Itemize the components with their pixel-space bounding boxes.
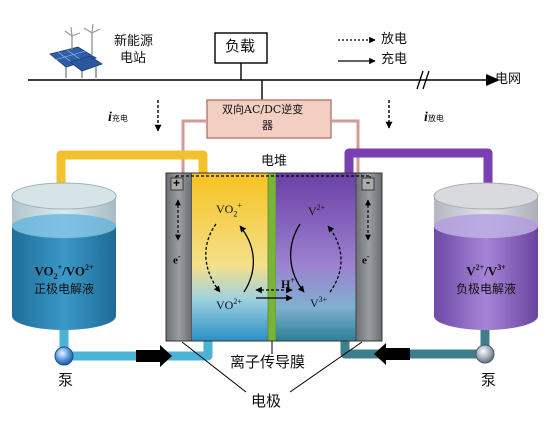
charge-current-label: i充电 <box>108 110 128 125</box>
right-tank-name: 负极电解液 <box>455 282 516 296</box>
left-pump-label: 泵 <box>58 371 74 389</box>
positive-supply-pipe <box>56 150 208 196</box>
left-tank-name: 正极电解液 <box>33 282 94 296</box>
negative-electrolyte-tank <box>433 182 539 330</box>
vo2-plus-species: VO2+ <box>216 201 242 219</box>
grid-label: 电网 <box>495 72 522 87</box>
cell-stack <box>165 172 383 342</box>
legend-charge-label: 充电 <box>381 52 408 67</box>
right-pump-label: 泵 <box>481 371 497 389</box>
negative-return-pipe <box>340 328 490 359</box>
power-grid-line <box>28 70 500 90</box>
stack-label: 电堆 <box>261 154 288 169</box>
load-box <box>214 32 268 64</box>
v2-plus-species: V2+ <box>308 203 326 218</box>
renewable-station-label-line2: 电站 <box>120 51 147 66</box>
proton-species: H+ <box>281 276 295 291</box>
vo-2plus-species: VO2+ <box>216 297 242 312</box>
inverter-box <box>206 99 332 139</box>
positive-half-cell <box>192 173 268 341</box>
inverter-label-line2: 器 <box>262 119 273 132</box>
wind-turbine-icon <box>64 23 101 56</box>
v3-plus-species: V3+ <box>310 295 328 310</box>
flow-arrow-icon <box>374 343 410 365</box>
discharge-current-label: i放电 <box>424 110 444 125</box>
right-tank-formula: V2+/V3+ <box>466 263 506 279</box>
load-label: 负载 <box>225 37 256 55</box>
negative-half-cell <box>276 173 356 341</box>
flow-arrow-icon <box>136 345 172 367</box>
renewable-station-label-line1: 新能源 <box>114 34 154 49</box>
electron-label-left: e- <box>173 252 181 267</box>
negative-supply-pipe <box>344 148 493 196</box>
ion-membrane <box>267 172 277 342</box>
solar-panel-icon <box>49 46 103 78</box>
electron-label-right: e- <box>362 252 370 267</box>
inverter-label-line1: 双向AC/DC逆变 <box>222 103 304 116</box>
negative-terminal-sign: - <box>366 175 370 189</box>
positive-electrolyte-tank <box>11 182 117 330</box>
pump-icon <box>54 346 74 366</box>
legend-discharge-label: 放电 <box>381 32 408 47</box>
pump-icon <box>475 344 495 364</box>
membrane-label: 离子传导膜 <box>230 353 306 371</box>
electrode-label: 电极 <box>251 392 282 410</box>
left-tank-formula: VO2+/VO2+ <box>34 263 94 281</box>
positive-terminal-sign: + <box>173 176 181 190</box>
